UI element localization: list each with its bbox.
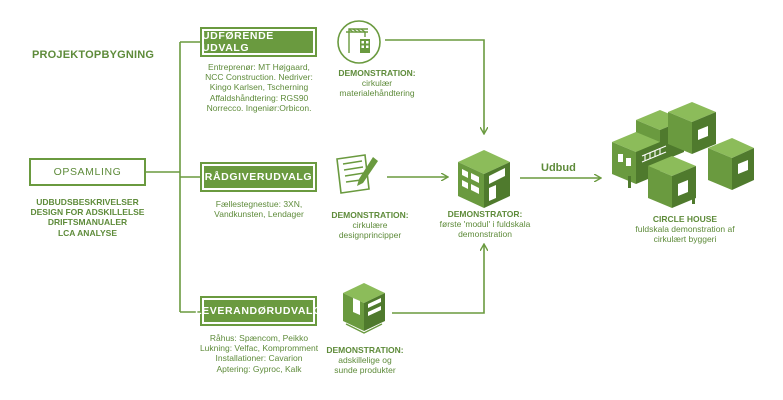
udforende-line: Affaldshåndtering: RGS90 — [209, 92, 309, 103]
crane-icon — [337, 20, 381, 64]
demonstrator-title: DEMONSTRATOR: — [447, 209, 523, 219]
circle-house-caption: CIRCLE HOUSE fuldskala demonstration af … — [622, 214, 748, 245]
circle-house-line: cirkulært byggeri — [653, 234, 717, 245]
opsamling-line: DESIGN FOR ADSKILLELSE — [30, 207, 145, 218]
demonstrator-line: demonstration — [458, 229, 512, 240]
leverandor-demo-line: sunde produkter — [334, 365, 396, 376]
leverandor-demo-title: DEMONSTRATION: — [326, 345, 404, 355]
udforende-demo-line: materialehåndtering — [339, 88, 415, 99]
udforende-box: UDFØRENDE UDVALG — [200, 27, 317, 57]
radgiver-demo-line: cirkulære — [352, 220, 388, 231]
page-heading: PROJEKTOPBYGNING — [32, 49, 155, 61]
leverandor-demo-line: adskillelige og — [338, 355, 392, 366]
radgiver-demo-line: designprincipper — [338, 230, 402, 241]
udforende-line: Norrecco. Ingeniør:Orbicon. — [206, 102, 312, 113]
opsamling-line: UDBUDSBESKRIVELSER — [36, 197, 139, 207]
leverandor-members: Råhus: Spæncom, Peikko Lukning: Velfac, … — [196, 333, 322, 374]
line-udforende-demonstrator — [385, 39, 484, 133]
udforende-label: UDFØRENDE UDVALG — [202, 30, 274, 54]
radgiver-line: Fællestegnestue: 3XN, — [215, 199, 303, 209]
demonstrator-caption: DEMONSTRATOR: første 'modul' i fuldskala… — [430, 209, 540, 240]
leverandor-label: LEVERANDØRUDVALG — [195, 305, 322, 317]
module-cube-icon — [458, 150, 510, 208]
circle-house-icon — [612, 102, 754, 208]
udbud-label: Udbud — [541, 162, 576, 174]
radgiver-demo-title: DEMONSTRATION: — [331, 210, 409, 220]
opsamling-list: UDBUDSBESKRIVELSER DESIGN FOR ADSKILLELS… — [16, 197, 159, 238]
radgiver-members: Fællestegnestue: 3XN, Vandkunsten, Lenda… — [196, 199, 322, 219]
circle-house-title: CIRCLE HOUSE — [652, 214, 718, 224]
radgiver-label: RÅDGIVERUDVALG — [204, 171, 313, 183]
udforende-demo-title: DEMONSTRATION: — [338, 68, 416, 78]
leverandor-line: Aptering: Gyproc, Kalk — [216, 363, 302, 374]
opsamling-label: OPSAMLING — [53, 166, 122, 178]
radgiver-line: Vandkunsten, Lendager — [214, 209, 304, 220]
udforende-demo: DEMONSTRATION: cirkulær materialehåndter… — [322, 68, 432, 99]
udforende-line: Kingo Karlsen, Tscherning — [209, 82, 309, 93]
opsamling-line: LCA ANALYSE — [57, 227, 118, 238]
opsamling-box: OPSAMLING — [29, 158, 146, 186]
modules-stack-icon — [343, 283, 385, 334]
line-leverandor-demonstrator — [392, 245, 484, 314]
opsamling-line: DRIFTSMANUALER — [47, 217, 128, 228]
udforende-line: Entreprenør: MT Højgaard, — [208, 62, 310, 72]
demonstrator-line: første 'modul' i fuldskala — [439, 219, 531, 230]
udforende-demo-line: cirkulær — [361, 78, 393, 89]
udforende-line: NCC Construction. Nedriver: — [205, 72, 313, 83]
circle-house-line: fuldskala demonstration af — [635, 224, 735, 235]
leverandor-demo: DEMONSTRATION: adskillelige og sunde pro… — [325, 345, 405, 376]
leverandor-box: LEVERANDØRUDVALG — [195, 296, 321, 326]
radgiver-demo: DEMONSTRATION: cirkulære designprincippe… — [330, 210, 410, 241]
udforende-members: Entreprenør: MT Højgaard, NCC Constructi… — [196, 62, 322, 113]
radgiver-box: RÅDGIVERUDVALG — [200, 162, 317, 192]
checklist-pencil-icon — [336, 154, 378, 194]
leverandor-line: Installationer: Cavarion — [215, 353, 303, 364]
leverandor-line: Lukning: Velfac, Kompromment — [199, 343, 319, 354]
leverandor-line: Råhus: Spæncom, Peikko — [209, 333, 309, 343]
